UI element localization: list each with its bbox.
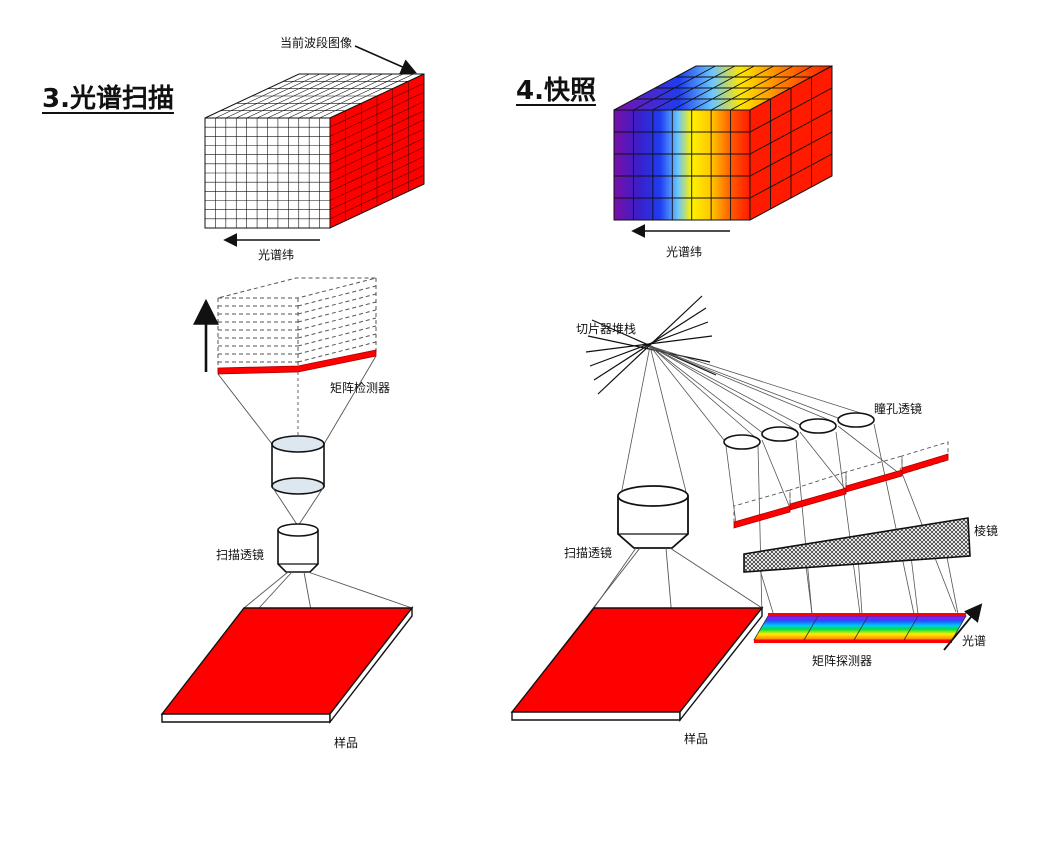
cube-side-grid-line [329,165,425,210]
right-scan-lens-label: 扫描透镜 [564,546,613,560]
cube-side-grid-line [329,147,425,192]
right-scan-lens [617,485,689,549]
right-beam-slicer-lens [619,345,689,501]
scan-stack-line [297,309,377,331]
left-beam-middle [272,487,324,527]
detector-label: 矩阵检测器 [330,381,391,395]
scan-stack-line [297,285,377,307]
scan-stack-cube [217,277,377,372]
current-band-arrow [354,45,417,75]
snapshot-data-cube [613,65,833,221]
right-sample-plate [510,605,764,723]
left-beam-upper [217,355,377,445]
slit-array [733,441,949,529]
left-scan-lens-label: 扫描透镜 [216,548,265,562]
current-band-label: 当前波段图像 [280,36,353,50]
cube-side-grid-line [329,174,425,220]
pupil-lens-array [723,412,875,450]
matrix-detector-array [753,613,967,643]
scan-stack-line [297,325,377,347]
left-spectral-dim-label: 光谱纬 [258,248,295,262]
prism-label: 棱镜 [974,524,999,538]
cube-side-grid-line [329,128,425,174]
left-upper-lens [271,435,325,495]
cube-side-grid-line [329,156,425,201]
left-sample-label: 样品 [334,736,359,750]
cube-side-grid-line [329,119,425,165]
slicer-stack [585,295,717,395]
scan-stack-line [297,301,377,323]
right-sample-label: 样品 [684,732,709,746]
left-data-cube [204,73,425,229]
left-panel-title: 3.光谱扫描 [42,84,174,114]
spectrum-arrow [943,603,983,651]
cube-side-grid-line [329,101,425,146]
cube-side-grid-line [329,137,425,183]
right-panel-title: 4.快照 [516,76,596,106]
left-sample-plate [160,605,414,725]
right-spectral-dim-label: 光谱纬 [666,245,703,259]
left-scan-lens [277,523,319,573]
cube-side-grid-line [329,82,425,128]
prism [743,517,971,573]
spectrum-label: 光谱 [962,634,987,648]
pupil-lens-label: 瞳孔透镜 [874,402,923,416]
scan-stack-line [297,293,377,315]
scan-stack-line [297,317,377,339]
matrix-detector-label: 矩阵探测器 [812,654,873,668]
cube-side-grid-line [329,110,425,155]
slicer-stack-label: 切片器堆栈 [576,322,637,336]
right-beam-slicer-pupils [649,345,871,441]
scan-stack-line [297,333,377,355]
cube-side-grid-line [329,92,425,137]
